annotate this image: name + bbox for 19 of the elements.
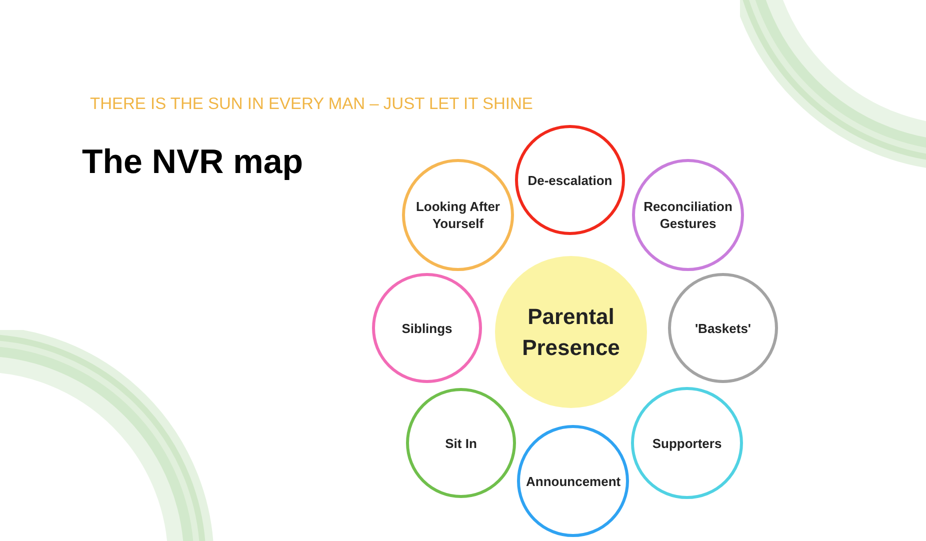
topic-circle: [515, 125, 625, 235]
topic-circle: [372, 273, 482, 383]
topic-label: 'Baskets': [694, 320, 752, 336]
topic-label: Reconciliation Gestures: [642, 198, 734, 232]
topic-label: De-escalation: [528, 172, 612, 188]
topic-label: Announcement: [526, 472, 620, 490]
tagline: THERE IS THE SUN IN EVERY MAN – JUST LET IT SHINE: [90, 95, 533, 114]
page-title: The NVR map: [82, 143, 304, 182]
topic-label: Supporters: [652, 434, 722, 452]
topic-circle: [668, 273, 778, 383]
topic-circle: [517, 425, 629, 537]
central-label: Parental Presence: [521, 303, 621, 362]
topic-circle: [632, 159, 744, 271]
topic-circle: [631, 387, 743, 499]
topic-label: Siblings: [402, 320, 452, 336]
topic-circle: [406, 388, 516, 498]
topic-circle: [402, 159, 514, 271]
topic-label: Sit In: [445, 434, 477, 452]
topic-label: Looking After Yourself: [414, 198, 501, 232]
